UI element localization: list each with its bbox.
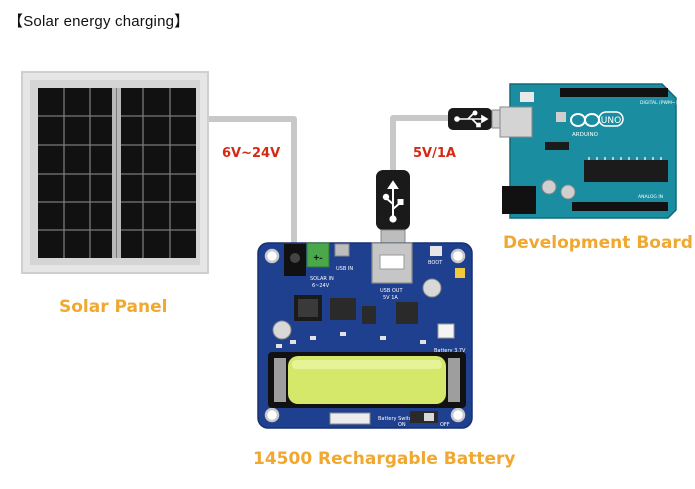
- arduino-digital-text: DIGITAL (PWM~): [640, 100, 678, 106]
- solar-voltage-label: 6V~24V: [222, 146, 281, 161]
- solar-panel-label: Solar Panel: [59, 297, 168, 317]
- silk-solar-in: SOLAR IN: [310, 276, 334, 282]
- silk-off: OFF: [440, 422, 450, 428]
- usb-output-label: 5V/1A: [413, 146, 456, 161]
- solar-power-manager-board: +- SOLAR IN 6~24V USB IN USB OUT 5V 1A B…: [257, 242, 473, 429]
- battery-label: 14500 Rechargable Battery: [253, 449, 516, 469]
- usb-cable: [390, 115, 450, 182]
- development-board-label: Development Board: [503, 233, 693, 253]
- solar-panel: [21, 71, 209, 274]
- silk-usb-out: USB OUT: [380, 288, 403, 294]
- usb-a-connector: [376, 170, 410, 245]
- arduino-model-text: UNO: [601, 116, 621, 126]
- usb-symbol-icon: [382, 180, 404, 223]
- arduino-uno-board: UNO ARDUINO DIGITAL (PWM~) ANALOG IN: [499, 83, 678, 219]
- silk-usb-out-rating: 5V 1A: [383, 295, 398, 301]
- silk-battery-switch: Battery Switch: [378, 416, 415, 422]
- arduino-brand-text: ARDUINO: [572, 132, 599, 138]
- svg-text:+-: +-: [313, 253, 322, 264]
- silk-usb-in: USB IN: [336, 266, 353, 272]
- solar-wire: [209, 116, 297, 250]
- silk-on: ON: [398, 422, 406, 428]
- page-title: 【Solar energy charging】: [8, 13, 190, 30]
- usb-symbol-icon: [454, 110, 489, 128]
- silk-solar-range: 6~24V: [312, 283, 330, 289]
- arduino-analog-text: ANALOG IN: [638, 194, 663, 200]
- silk-battery-voltage: Battery 3.7V: [434, 348, 466, 354]
- silk-boot: BOOT: [428, 260, 443, 266]
